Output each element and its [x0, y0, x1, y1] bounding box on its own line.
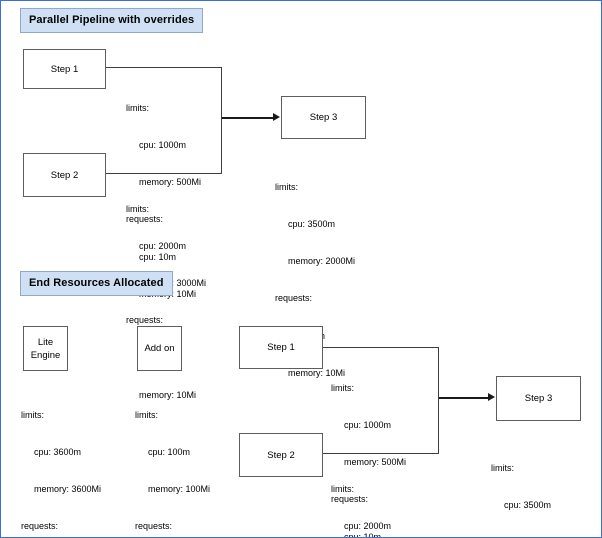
limits-label: limits:: [21, 409, 44, 420]
limits-cpu: cpu: 3500m: [504, 500, 552, 511]
limits-cpu: cpu: 2000m: [344, 521, 392, 532]
node-add-on-label: Add on: [144, 343, 175, 354]
node-lite-engine-label-line1: Lite: [37, 336, 54, 348]
connector-top-vertical: [221, 67, 223, 174]
section-title-end-resources: End Resources Allocated: [20, 271, 173, 296]
limits-label: limits:: [331, 382, 354, 393]
connector-bottom-step1-horizontal: [323, 347, 439, 349]
limits-label: limits:: [491, 462, 514, 473]
requests-memory: memory: 10Mi: [139, 389, 197, 400]
requests-label: requests:: [331, 494, 369, 505]
connector-bottom-vertical: [438, 347, 440, 454]
node-bottom-step1-label: Step 1: [267, 342, 295, 353]
connector-top-step2-horizontal: [106, 173, 222, 175]
resources-bottom-step3: limits: cpu: 3500m memory: 2000Mi reques…: [491, 437, 571, 537]
requests-label: requests:: [21, 521, 59, 532]
node-top-step2[interactable]: Step 2: [23, 153, 106, 197]
limits-memory: memory: 500Mi: [139, 177, 202, 188]
requests-memory: memory: 10Mi: [288, 367, 346, 378]
node-top-step1[interactable]: Step 1: [23, 49, 106, 89]
node-bottom-step2[interactable]: Step 2: [239, 433, 323, 477]
limits-memory: memory: 100Mi: [148, 484, 211, 495]
node-top-step1-label: Step 1: [50, 63, 79, 75]
resources-add-on: limits: cpu: 100m memory: 100Mi requests…: [135, 384, 211, 537]
limits-label: limits:: [275, 181, 298, 192]
node-top-step3[interactable]: Step 3: [281, 96, 366, 139]
limits-memory: memory: 3600Mi: [34, 484, 102, 495]
node-top-step2-label: Step 2: [50, 169, 79, 181]
node-add-on[interactable]: Add on: [137, 326, 182, 371]
limits-cpu: cpu: 2000m: [139, 241, 187, 252]
node-bottom-step1[interactable]: Step 1: [239, 326, 323, 369]
requests-label: requests:: [135, 521, 173, 532]
limits-label: limits:: [135, 409, 158, 420]
node-lite-engine[interactable]: Lite Engine: [23, 326, 68, 371]
requests-label: requests:: [126, 214, 164, 225]
node-lite-engine-label-line2: Engine: [30, 349, 61, 361]
limits-cpu: cpu: 1000m: [139, 140, 187, 151]
connector-top-to-step3-line: [222, 117, 274, 119]
resources-bottom-step2: limits: cpu: 2000m memory: 3000Mi reques…: [331, 458, 411, 537]
limits-label: limits:: [126, 203, 149, 214]
connector-bottom-step2-horizontal: [323, 453, 439, 455]
connector-top-step1-horizontal: [106, 67, 222, 69]
requests-cpu: cpu: 10m: [139, 251, 177, 262]
node-bottom-step2-label: Step 2: [267, 449, 295, 461]
node-bottom-step3[interactable]: Step 3: [496, 376, 581, 421]
requests-cpu: cpu: 10m: [344, 531, 382, 538]
arrowhead-icon-top-step3: [273, 113, 280, 122]
resources-lite-engine: limits: cpu: 3600m memory: 3600Mi reques…: [21, 384, 102, 537]
resources-bottom-step1: limits: cpu: 1000m memory: 500Mi request…: [331, 357, 407, 538]
connector-bottom-to-step3-line: [439, 397, 489, 399]
requests-label: requests:: [275, 293, 313, 304]
requests-label: requests:: [126, 315, 164, 326]
limits-label: limits:: [126, 102, 149, 113]
limits-cpu: cpu: 100m: [148, 447, 191, 458]
arrowhead-icon-bottom-step3: [488, 393, 495, 402]
section-title-parallel-pipeline: Parallel Pipeline with overrides: [20, 8, 204, 33]
limits-memory: memory: 500Mi: [344, 457, 407, 468]
node-top-step3-label: Step 3: [309, 112, 338, 123]
limits-label: limits:: [331, 483, 354, 494]
limits-cpu: cpu: 3500m: [288, 219, 336, 230]
node-bottom-step3-label: Step 3: [524, 393, 553, 404]
limits-cpu: cpu: 3600m: [34, 447, 82, 458]
limits-cpu: cpu: 1000m: [344, 420, 392, 431]
limits-memory: memory: 2000Mi: [288, 256, 356, 267]
